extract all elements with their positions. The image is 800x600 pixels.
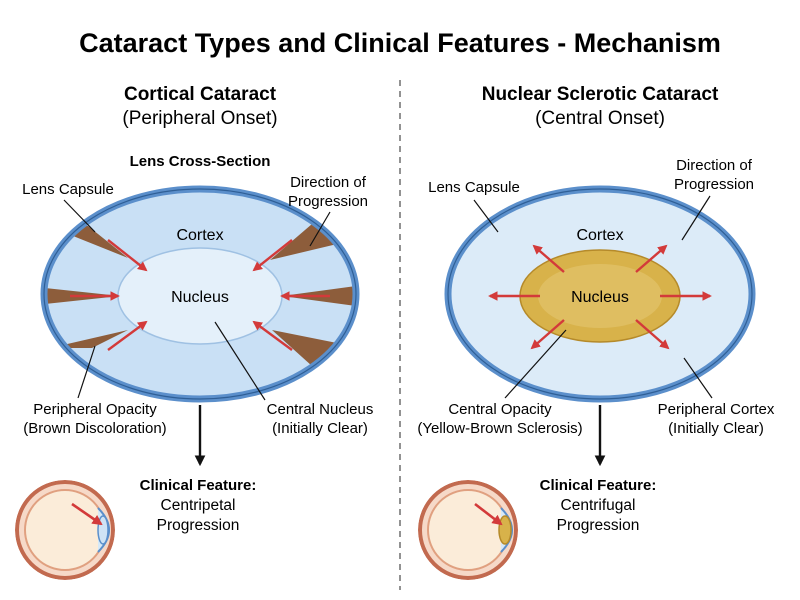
- right-clinical-feature-line-1: Centrifugal: [561, 497, 636, 514]
- arrow-in-upper-left: [107, 239, 148, 272]
- right-clinical-feature-line-2: Progression: [557, 517, 640, 534]
- left-capsule-label: Lens Capsule: [22, 181, 114, 198]
- cortical-lens: Cortex Nucleus: [40, 185, 360, 403]
- cortical-nucleus-label: Nucleus: [171, 289, 229, 306]
- left-direction-leader: [309, 211, 331, 247]
- right-capsule-label: Lens Capsule: [428, 179, 520, 196]
- right-capsule-leader: [473, 199, 499, 233]
- nuclear-subheading: (Central Onset): [535, 108, 665, 129]
- centrifugal-arrows: [488, 244, 712, 350]
- nuclear-sclerotic-panel: Nuclear Sclerotic Cataract (Central Onse…: [417, 84, 775, 580]
- arrow-in-lower-right: [252, 320, 293, 351]
- diagram-title: Cataract Types and Clinical Features - M…: [79, 28, 721, 58]
- left-capsule-leader: [63, 199, 96, 233]
- arrow-in-upper-right: [252, 239, 293, 272]
- left-clinical-feature-line-1: Centripetal: [161, 497, 236, 514]
- right-direction-leader: [681, 195, 711, 241]
- central-opacity-label-1: Central Opacity: [448, 401, 552, 418]
- cortical-cortex-label: Cortex: [176, 227, 223, 244]
- nuclear-lens: Cortex Nucleus: [444, 185, 756, 403]
- cortical-cataract-panel: Cortical Cataract (Peripheral Onset) Len…: [15, 84, 374, 580]
- nuclear-heading: Nuclear Sclerotic Cataract: [482, 84, 719, 105]
- arrow-out-upper-right: [635, 244, 668, 273]
- cortical-capsule-outline: [43, 188, 357, 400]
- peripheral-cortex-label-2: (Initially Clear): [668, 420, 764, 437]
- arrow-out-lower-left: [530, 319, 565, 350]
- right-direction-label-1: Direction of: [676, 157, 753, 174]
- peripheral-opacity-label-2: (Brown Discoloration): [23, 420, 166, 437]
- opacity-wedge-lower-left: [50, 330, 128, 348]
- arrow-out-upper-left: [532, 244, 565, 273]
- peripheral-opacity-leader: [77, 345, 96, 399]
- peripheral-cortex-label-1: Peripheral Cortex: [658, 401, 775, 418]
- arrow-out-lower-right: [635, 319, 670, 350]
- nuclear-capsule-outline: [447, 188, 753, 400]
- peripheral-opacity-label-1: Peripheral Opacity: [33, 401, 157, 418]
- right-direction-label-2: Progression: [674, 176, 754, 193]
- right-clinical-feature-title: Clinical Feature:: [540, 477, 657, 494]
- central-nucleus-leader: [214, 321, 266, 401]
- left-clinical-feature-title: Clinical Feature:: [140, 477, 257, 494]
- centripetal-arrows: [70, 239, 330, 351]
- central-nucleus-label-2: (Initially Clear): [272, 420, 368, 437]
- eye-icon: [15, 480, 115, 580]
- nuclear-cortex-label: Cortex: [576, 227, 623, 244]
- opacity-wedge-lower-right: [272, 330, 352, 366]
- peripheral-cortex-leader: [683, 357, 713, 399]
- central-opacity-leader: [504, 329, 567, 399]
- arrow-in-lower-left: [107, 320, 148, 351]
- cortical-heading: Cortical Cataract: [124, 84, 277, 105]
- left-direction-label-2: Progression: [288, 193, 368, 210]
- eye-icon: [418, 480, 518, 580]
- central-nucleus-label-1: Central Nucleus: [267, 401, 374, 418]
- lens-cross-section-label: Lens Cross-Section: [130, 153, 271, 170]
- nuclear-nucleus-label: Nucleus: [571, 289, 629, 306]
- left-clinical-feature-line-2: Progression: [157, 517, 240, 534]
- nuclear-highlight: [538, 264, 662, 328]
- cortical-subheading: (Peripheral Onset): [122, 108, 277, 129]
- central-opacity-label-2: (Yellow-Brown Sclerosis): [417, 420, 582, 437]
- left-direction-label-1: Direction of: [290, 174, 367, 191]
